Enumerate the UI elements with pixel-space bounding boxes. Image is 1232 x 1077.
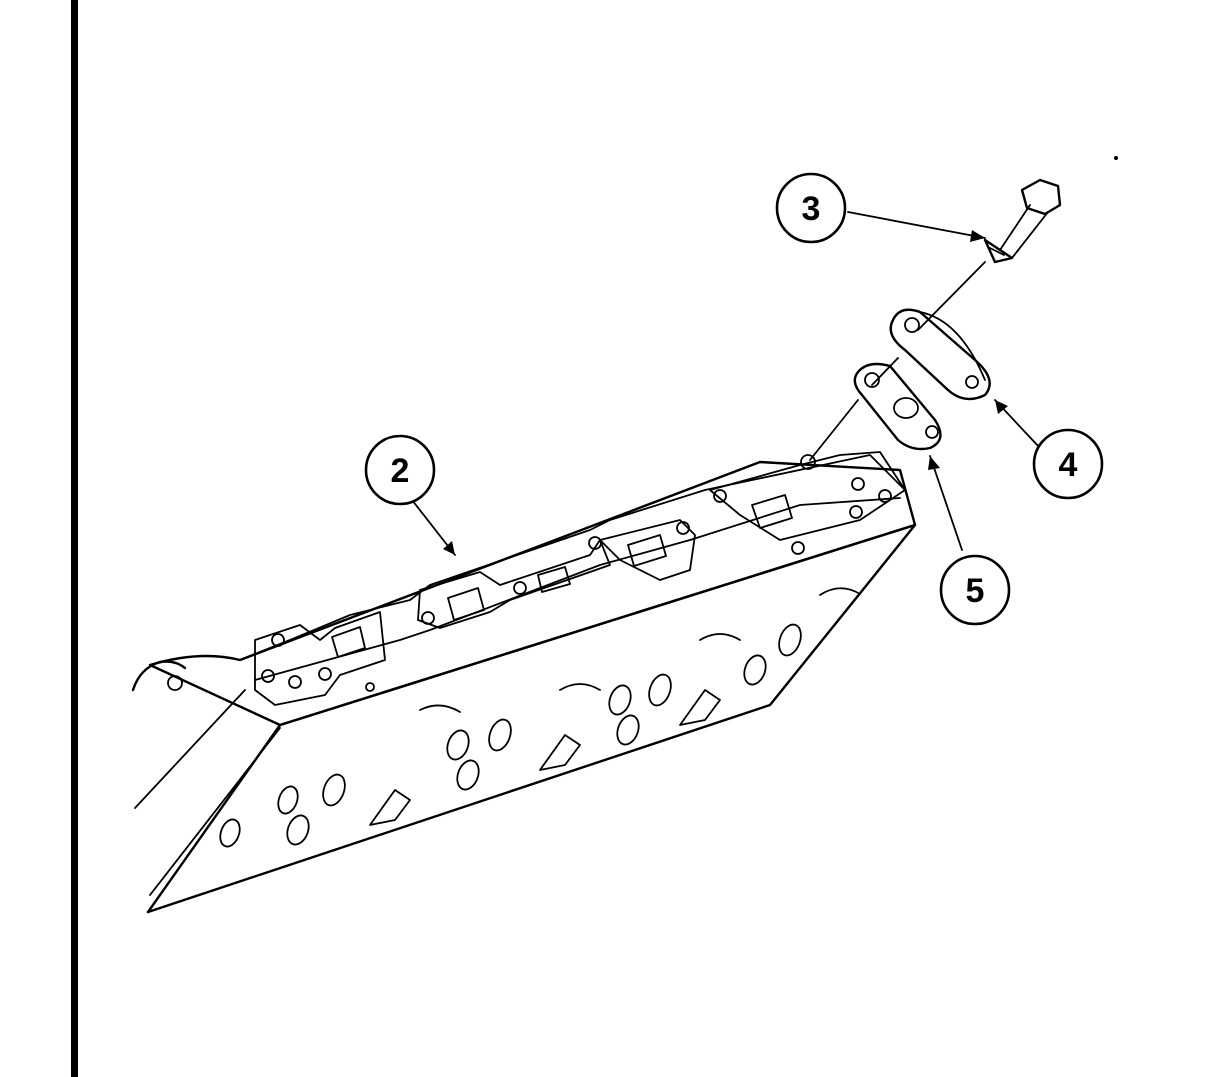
callout-4-label: 4 xyxy=(1059,446,1078,484)
port-flange-2 xyxy=(417,536,611,629)
callout-5: 5 xyxy=(939,554,1011,626)
bolt xyxy=(983,178,1062,264)
port-flange-1 xyxy=(254,611,386,706)
port-flange-3 xyxy=(599,519,696,581)
callout-3: 3 xyxy=(775,172,847,244)
margin-rule xyxy=(71,0,78,1077)
port-flange-4 xyxy=(709,451,906,555)
callout-3-label: 3 xyxy=(802,190,821,228)
stray-mark xyxy=(1114,156,1118,160)
front-face-holes xyxy=(167,587,861,848)
leader-lines xyxy=(411,211,1041,556)
callout-4: 4 xyxy=(1032,428,1104,500)
gasket xyxy=(853,362,942,451)
callout-2-label: 2 xyxy=(391,452,410,490)
cover-plate xyxy=(889,308,991,401)
callout-5-label: 5 xyxy=(966,572,985,610)
callout-2: 2 xyxy=(364,434,436,506)
cylinder-head xyxy=(131,451,917,914)
